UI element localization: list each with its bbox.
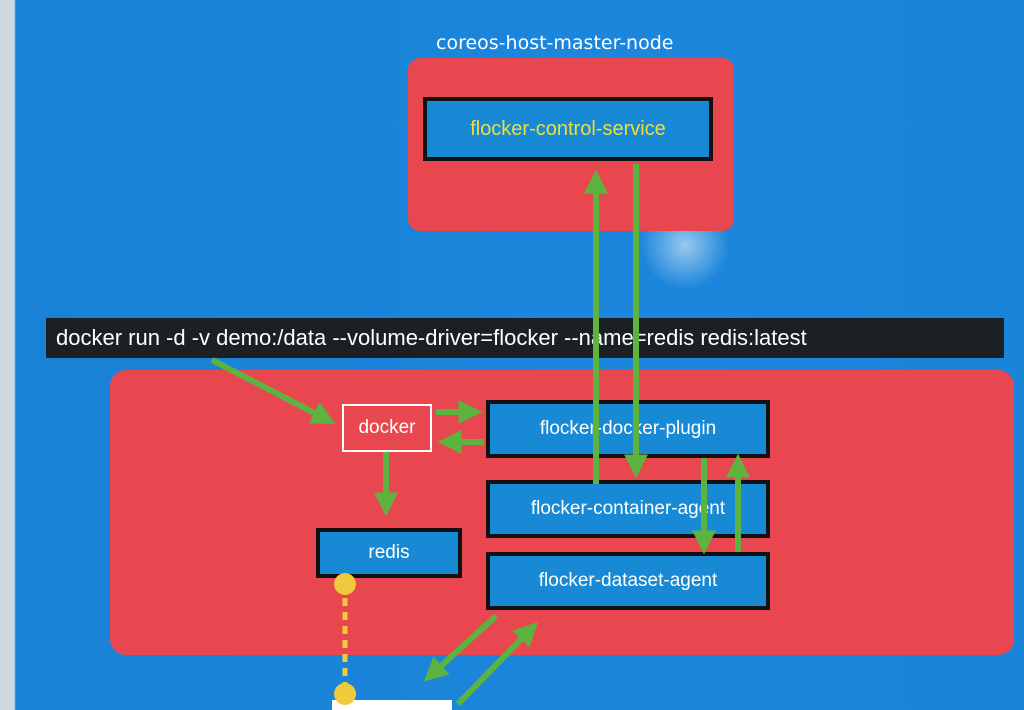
redis-box: redis: [316, 528, 462, 578]
flocker-control-service-box: flocker-control-service: [423, 97, 713, 161]
arrow-dataset-to-volume: [423, 613, 499, 682]
docker-box: docker: [342, 404, 432, 452]
flocker-container-agent-box: flocker-container-agent: [486, 480, 770, 538]
arrow-command-to-docker: [210, 357, 336, 424]
docker-command: docker run -d -v demo:/data --volume-dri…: [46, 318, 1004, 358]
redis-link-dot-top: [334, 573, 356, 595]
flocker-docker-plugin-box: flocker-docker-plugin: [486, 400, 770, 458]
master-node-title: coreos-host-master-node: [436, 32, 674, 54]
redis-link-dot-bottom: [334, 683, 356, 705]
volume-box: [332, 700, 452, 710]
flocker-dataset-agent-box: flocker-dataset-agent: [486, 552, 770, 610]
arrow-volume-to-dataset: [455, 621, 538, 707]
